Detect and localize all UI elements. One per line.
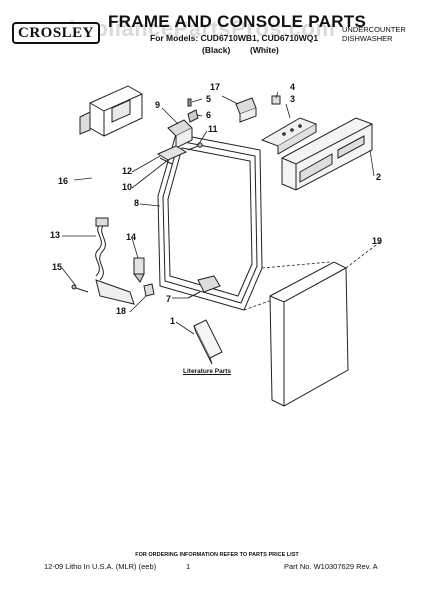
callout-9: 9 bbox=[155, 100, 161, 110]
callout-19: 19 bbox=[372, 236, 383, 246]
watermark: AppliancePartsPros.com bbox=[64, 16, 336, 41]
part-number: Part No. W10307629 Rev. A bbox=[284, 562, 378, 571]
callout-15: 15 bbox=[52, 262, 63, 272]
part-17-clip bbox=[235, 97, 257, 123]
callout-4: 4 bbox=[290, 82, 296, 92]
product-type: UNDERCOUNTER DISHWASHER bbox=[342, 25, 406, 43]
part-18-clip bbox=[143, 283, 155, 297]
callout-16: 16 bbox=[58, 176, 69, 186]
brand-logo-text: CROSLEY bbox=[17, 24, 95, 41]
callout-6: 6 bbox=[206, 110, 212, 120]
literature-parts-label: Literature Parts bbox=[183, 368, 232, 375]
page-title: FRAME AND CONSOLE PARTS bbox=[108, 12, 367, 31]
ordering-info: FOR ORDERING INFORMATION REFER TO PARTS … bbox=[135, 552, 299, 558]
page-number: 1 bbox=[186, 562, 191, 571]
part-14-switch bbox=[133, 257, 145, 283]
part-11-screw bbox=[187, 142, 203, 151]
finish-black-label: (Black) bbox=[202, 45, 231, 55]
part-8-frame bbox=[157, 133, 263, 311]
callout-3: 3 bbox=[290, 94, 296, 104]
callout-10: 10 bbox=[122, 182, 133, 192]
part-15-screw bbox=[71, 284, 89, 293]
brand-logo: CROSLEY bbox=[12, 22, 100, 44]
part-16-duct bbox=[79, 85, 143, 137]
callout-5: 5 bbox=[206, 94, 212, 104]
callout-13: 13 bbox=[50, 230, 61, 240]
part-19-door-panel bbox=[269, 261, 349, 407]
callout-11: 11 bbox=[208, 124, 218, 134]
callout-12: 12 bbox=[122, 166, 133, 176]
callout-18: 18 bbox=[116, 306, 127, 316]
callout-1: 1 bbox=[170, 316, 176, 326]
part-12-bracket bbox=[156, 145, 188, 165]
callout-17: 17 bbox=[210, 82, 221, 92]
callout-2: 2 bbox=[376, 172, 382, 182]
part-13-harness bbox=[95, 217, 135, 305]
finish-white-label: (White) bbox=[250, 45, 279, 55]
product-line-1: UNDERCOUNTER bbox=[342, 25, 406, 34]
part-2-console bbox=[281, 117, 373, 191]
part-4-connector bbox=[271, 95, 281, 105]
models-line: For Models: CUD6710WB1, CUD6710WQ1 bbox=[150, 33, 319, 43]
part-7-strike bbox=[187, 275, 221, 299]
callout-7: 7 bbox=[166, 294, 172, 304]
part-3-control-board bbox=[260, 117, 318, 155]
part-1-literature bbox=[193, 319, 223, 365]
part-9-hinge bbox=[167, 119, 193, 149]
product-line-2: DISHWASHER bbox=[342, 34, 393, 43]
part-6-clip bbox=[187, 109, 199, 123]
callout-14: 14 bbox=[126, 232, 137, 242]
litho-info: 12-09 Litho In U.S.A. (MLR) (eeb) bbox=[44, 562, 157, 571]
callout-8: 8 bbox=[134, 198, 140, 208]
part-5-pin bbox=[187, 98, 192, 107]
